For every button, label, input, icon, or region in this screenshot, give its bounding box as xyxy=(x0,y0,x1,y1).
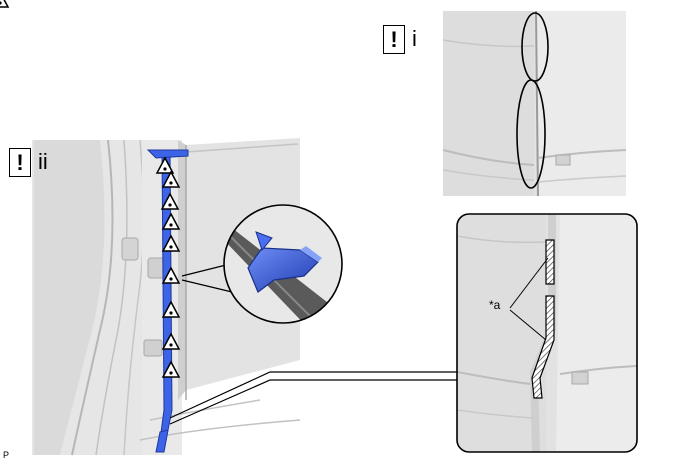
warning-icon: ! xyxy=(383,25,405,54)
view-ii-label: ii xyxy=(38,149,48,174)
gap-ellipse-lower xyxy=(516,79,546,189)
caution-triangle-icon xyxy=(0,0,10,8)
clip-magnifier xyxy=(223,204,343,324)
clip-icon xyxy=(247,231,322,293)
seal-section-upper xyxy=(545,239,555,285)
view-i-illustration xyxy=(442,10,627,197)
warning-icon: ! xyxy=(9,148,31,177)
view-i-label: i xyxy=(412,26,417,51)
callout-a-label: *a xyxy=(489,298,501,312)
corner-code: P xyxy=(3,450,10,460)
seal-section-lower xyxy=(531,295,555,399)
zoom-panel xyxy=(456,213,638,453)
caution-markers xyxy=(0,0,180,378)
